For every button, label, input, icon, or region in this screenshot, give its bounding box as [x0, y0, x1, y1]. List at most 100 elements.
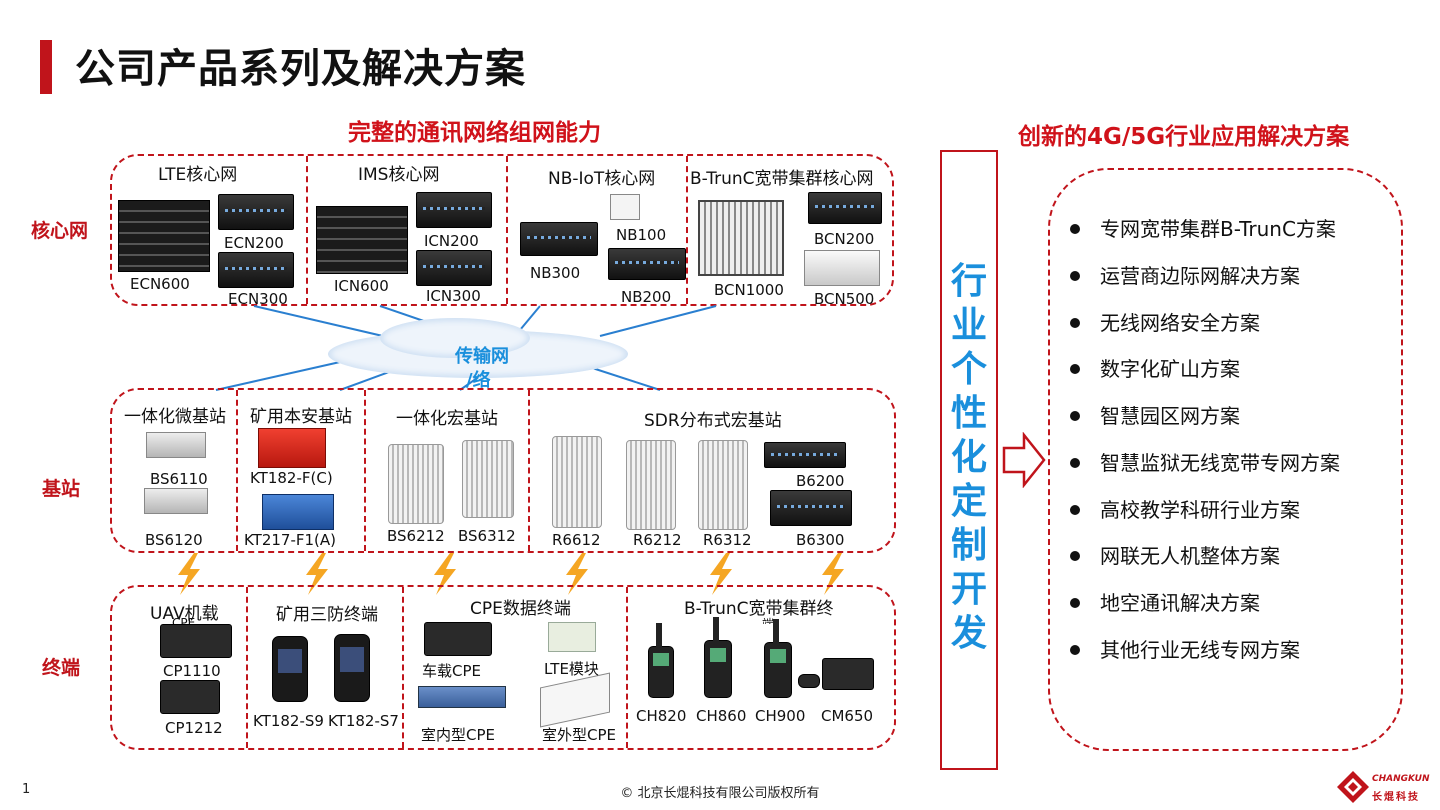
lte-core-title: LTE核心网 — [158, 165, 238, 185]
device-label: KT182-S9 — [253, 712, 324, 730]
solution-item: 其他行业无线专网方案 — [1070, 634, 1300, 663]
bullet-dot-icon — [1070, 504, 1080, 515]
page-number: 1 — [22, 782, 31, 797]
device-label: 室内型CPE — [421, 726, 495, 744]
device-label: BS6312 — [458, 527, 516, 545]
kt182s7-device — [334, 634, 370, 702]
device-label: BS6120 — [145, 531, 203, 549]
divider — [364, 390, 366, 551]
bs6212-device — [388, 444, 444, 524]
cm650-mic — [798, 674, 820, 688]
title-accent-bar — [40, 40, 52, 94]
lightning-icon — [822, 553, 844, 595]
bs6312-device — [462, 440, 514, 518]
device-label: NB200 — [621, 288, 672, 306]
device-label: B6200 — [796, 472, 845, 490]
device-label: BCN1000 — [714, 281, 784, 299]
bullet-dot-icon — [1070, 644, 1080, 655]
solution-item: 智慧监狱无线宽带专网方案 — [1070, 447, 1340, 476]
icn200-device — [416, 192, 492, 228]
ch860-device — [704, 617, 732, 698]
ecn600-device — [118, 200, 210, 272]
divider — [306, 156, 308, 304]
divider — [236, 390, 238, 551]
indoor-cpe-device — [418, 686, 506, 708]
device-label: 车载CPE — [422, 662, 481, 680]
solution-item: 网联无人机整体方案 — [1070, 540, 1280, 569]
customization-text: 行业个性化定制开发 — [950, 261, 987, 654]
uav-cpe-title-cut: CPE — [172, 616, 196, 624]
device-label: ECN300 — [228, 290, 288, 308]
mine-terminal-title: 矿用三防终端 — [276, 605, 378, 625]
row-label-terminal: 终端 — [42, 657, 81, 679]
bullet-dot-icon — [1070, 270, 1080, 281]
bullet-dot-icon — [1070, 410, 1080, 421]
vehicle-cpe-device — [424, 622, 492, 656]
changkun-logo-icon: CHANGKUN 长焜科技 — [1336, 768, 1432, 806]
bullet-dot-icon — [1070, 363, 1080, 374]
bs6110-device — [146, 432, 206, 458]
device-label: BCN200 — [814, 230, 875, 248]
icn300-device — [416, 250, 492, 286]
r6312-device — [698, 440, 748, 530]
r6612-device — [552, 436, 602, 528]
nb100-device — [610, 194, 640, 220]
kt182fc-device — [258, 428, 326, 468]
lightning-icon — [306, 553, 328, 595]
right-subtitle: 创新的4G/5G行业应用解决方案 — [1018, 124, 1350, 150]
transport-label: /络 — [466, 370, 491, 391]
macro-bs-title: 一体化宏基站 — [396, 409, 498, 429]
device-label: R6612 — [552, 531, 601, 549]
nbiot-core-title: NB-IoT核心网 — [548, 169, 656, 189]
device-label: BS6212 — [387, 527, 445, 545]
divider — [506, 156, 508, 304]
row-label-core: 核心网 — [31, 220, 89, 242]
icn600-device — [316, 206, 408, 274]
device-label: LTE模块 — [544, 660, 599, 678]
kt217f1a-device — [262, 494, 334, 530]
solution-item: 专网宽带集群B-TrunC方案 — [1070, 213, 1336, 242]
lightning-icon — [710, 553, 732, 595]
sdr-bs-title: SDR分布式宏基站 — [644, 411, 782, 431]
device-label: BS6110 — [150, 470, 208, 488]
device-label: ICN200 — [424, 232, 479, 250]
device-label: R6212 — [633, 531, 682, 549]
solution-item: 运营商边际网解决方案 — [1070, 260, 1300, 289]
bullet-dot-icon — [1070, 597, 1080, 608]
customization-box: 行业个性化定制开发 — [940, 150, 998, 770]
device-label: 室外型CPE — [542, 726, 616, 744]
core-network-box — [110, 154, 894, 306]
divider — [686, 156, 688, 304]
btrunc-terminal-title-cut: 端 — [762, 617, 775, 624]
bcn1000-device — [698, 200, 784, 276]
device-label: ECN600 — [130, 275, 190, 293]
bullet-dot-icon — [1070, 457, 1080, 468]
b6200-device — [764, 442, 846, 468]
bcn200-device — [808, 192, 882, 224]
arrow-right-icon — [1002, 432, 1046, 488]
device-label: ICN600 — [334, 277, 389, 295]
lightning-icon — [434, 553, 456, 595]
cp1212-device — [160, 680, 220, 714]
transport-label: 传输网 — [455, 346, 509, 367]
device-label: CH860 — [696, 707, 747, 725]
bs6120-device — [144, 488, 208, 514]
bullet-dot-icon — [1070, 317, 1080, 328]
divider — [528, 390, 530, 551]
cp1110-device — [160, 624, 232, 658]
solution-item: 地空通讯解决方案 — [1070, 587, 1260, 616]
bullet-dot-icon — [1070, 223, 1080, 234]
lightning-icon — [178, 553, 200, 595]
logo-text-cn: 长焜科技 — [1372, 792, 1420, 803]
device-label: CP1212 — [165, 719, 223, 737]
copyright: © 北京长焜科技有限公司版权所有 — [620, 786, 820, 801]
r6212-device — [626, 440, 676, 530]
logo-text-en: CHANGKUN — [1372, 774, 1430, 784]
device-label: B6300 — [796, 531, 845, 549]
device-label: KT182-S7 — [328, 712, 399, 730]
ecn300-device — [218, 252, 294, 288]
solutions-box — [1048, 168, 1403, 751]
b6300-device — [770, 490, 852, 526]
base-station-box — [110, 388, 896, 553]
cpe-terminal-title: CPE数据终端 — [470, 599, 571, 619]
